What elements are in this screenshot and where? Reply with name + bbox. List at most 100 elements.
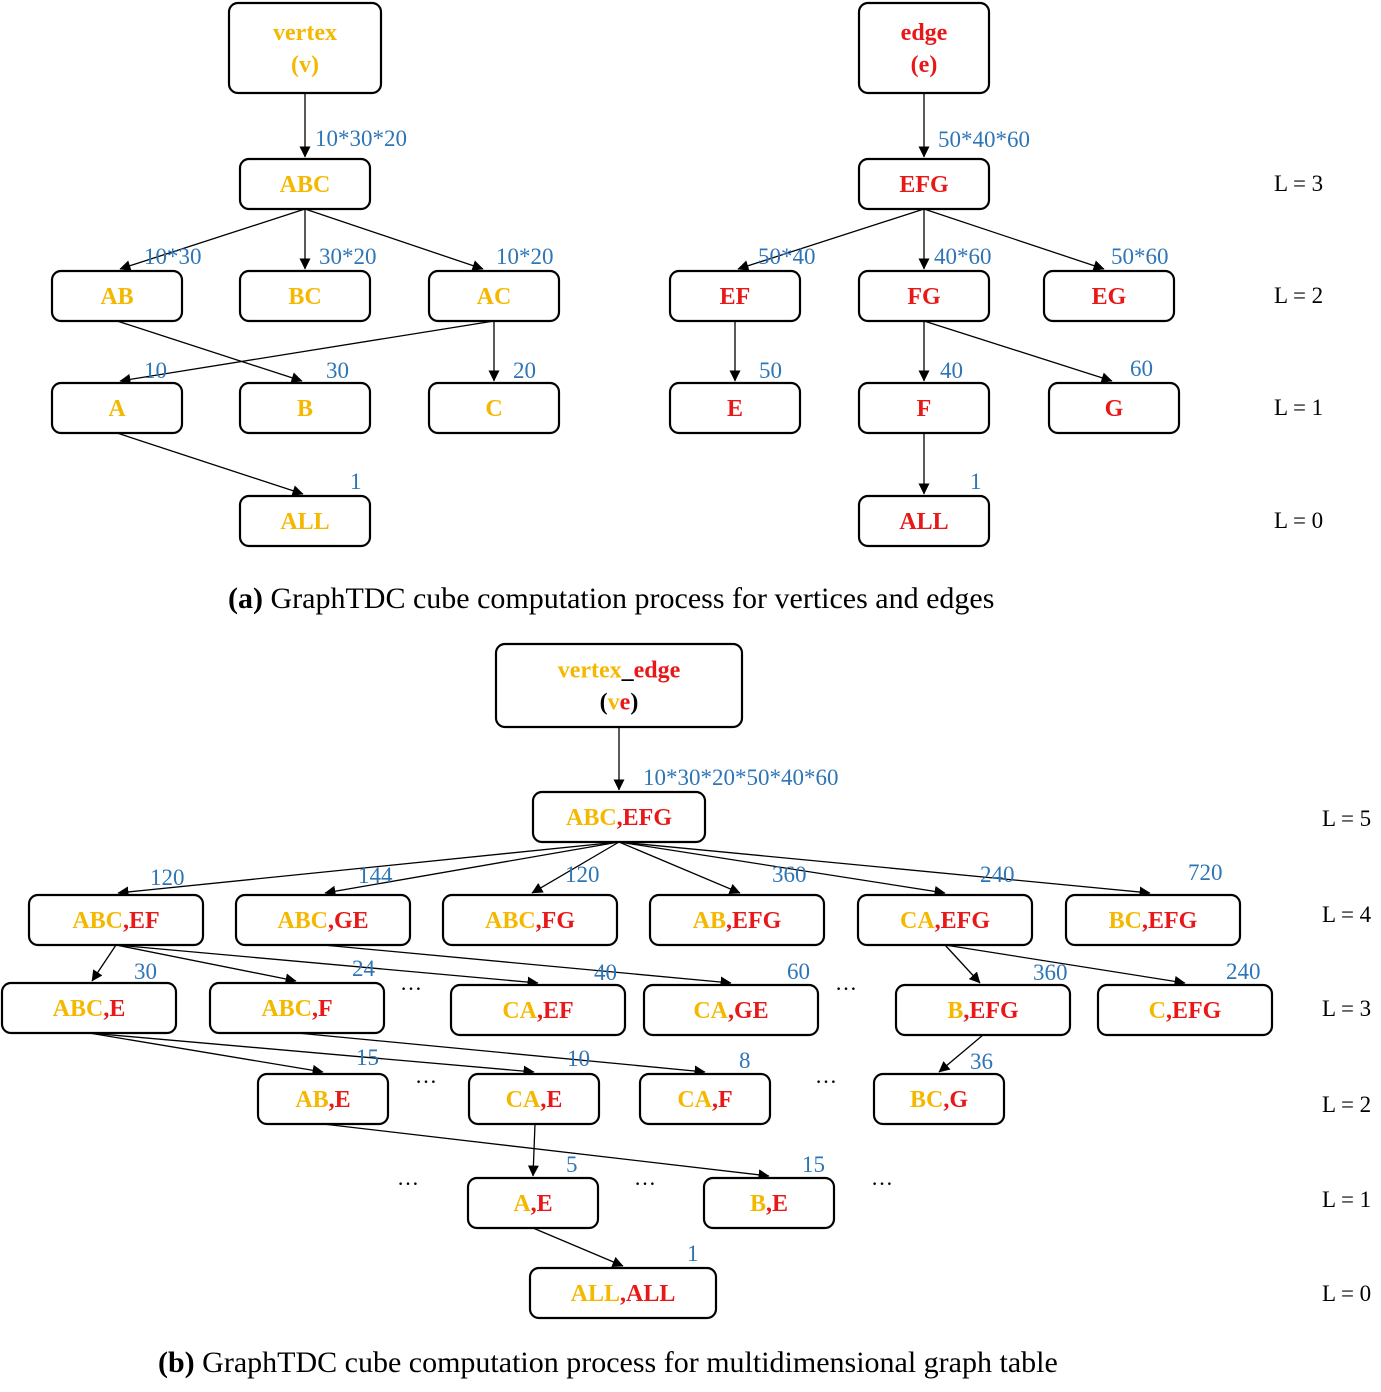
- node-label-part: ,ALL: [620, 1281, 675, 1307]
- node-label-part: AB: [100, 284, 133, 310]
- edge-cost-label: 30: [134, 959, 157, 984]
- ellipsis: …: [397, 1165, 419, 1190]
- node-all-all: ALL,ALL: [528, 1266, 718, 1320]
- node-label: vertex_edge: [558, 658, 681, 684]
- node-label-part: CA: [900, 908, 935, 934]
- node-box: [449, 983, 627, 1037]
- node-label: ALL,ALL: [571, 1281, 676, 1307]
- node-label-part: ,EFG: [617, 805, 673, 831]
- edge-arrow: [115, 944, 297, 985]
- node-label-part: ABC: [72, 908, 123, 934]
- node-label: BC,G: [910, 1087, 968, 1113]
- node-box: [857, 1, 991, 95]
- node-label: BC: [288, 284, 321, 310]
- node-label: ABC,FG: [485, 908, 575, 934]
- node-label: ABC,E: [53, 996, 126, 1022]
- ellipsis: …: [815, 1063, 837, 1088]
- node-label: ABC,F: [261, 996, 332, 1022]
- node-label: AB,E: [295, 1087, 350, 1113]
- node-label: ALL: [280, 509, 329, 535]
- edge-arrow: [737, 208, 925, 272]
- node-label: vertex: [273, 20, 337, 46]
- node-v-abc: ABC: [238, 157, 372, 211]
- edge-cost-label: 10: [144, 358, 167, 383]
- node-label: edge: [901, 20, 948, 46]
- edge-cost-label: 24: [352, 956, 376, 981]
- node-box: [27, 893, 205, 947]
- node-label-part: EFG: [899, 172, 949, 198]
- node-box: [531, 790, 707, 844]
- node-bc-g: BC,G: [872, 1072, 1006, 1126]
- node-ca-ge: CA,GE: [642, 983, 820, 1037]
- node-label-part: F: [917, 396, 932, 422]
- node-label: CA,F: [677, 1087, 732, 1113]
- node-label-part: E: [727, 396, 743, 422]
- node-sublabel: (e): [911, 52, 938, 78]
- node-label-part: G: [1105, 396, 1124, 422]
- node-box: [50, 269, 184, 323]
- node-label: ABC,EF: [72, 908, 159, 934]
- edge-cost-label: 360: [772, 862, 807, 887]
- edge-cost-label: 50*40*60: [938, 127, 1030, 152]
- node-label-part: ,F: [312, 996, 333, 1022]
- node-label-part: (e): [911, 52, 938, 78]
- node-label-part: AB: [693, 908, 726, 934]
- node-label: AC: [477, 284, 512, 310]
- level-b-0: L = 0: [1322, 1281, 1371, 1306]
- node-box: [857, 269, 991, 323]
- node-v-c: C: [427, 381, 561, 435]
- edge-arrow: [119, 208, 306, 272]
- node-label-part: ): [630, 690, 638, 716]
- edge-cost-label: 720: [1188, 860, 1223, 885]
- edge-cost-label: 144: [358, 863, 393, 888]
- node-label-part: AB: [295, 1087, 328, 1113]
- node-label: ABC,GE: [277, 908, 368, 934]
- node-label-part: ,EF: [537, 998, 574, 1024]
- edge-cost-label: 30: [326, 358, 349, 383]
- node-label-part: ,EFG: [935, 908, 991, 934]
- node-label-part: CA: [502, 998, 537, 1024]
- node-label-part: ,EFG: [963, 998, 1019, 1024]
- node-ca-ef: CA,EF: [449, 983, 627, 1037]
- node-label-part: e: [620, 690, 631, 716]
- node-label-part: ,E: [766, 1191, 788, 1217]
- node-label-part: ,GE: [728, 998, 769, 1024]
- node-abc-efg: ABC,EFG: [531, 790, 707, 844]
- ellipsis: …: [400, 970, 422, 995]
- edge-cost-label: 10*30: [144, 244, 202, 269]
- edge-cost-label: 120: [565, 862, 600, 887]
- node-abc-fg: ABC,FG: [441, 893, 619, 947]
- level-b-2: L = 2: [1322, 1092, 1371, 1117]
- node-box: [0, 981, 178, 1035]
- node-label-part: ALL: [280, 509, 329, 535]
- edge-arrow: [944, 944, 1186, 987]
- node-label-part: ,E: [329, 1087, 351, 1113]
- node-e-e: E: [668, 381, 802, 435]
- node-label-part: C: [485, 396, 502, 422]
- node-label-part: (: [600, 690, 608, 716]
- node-label-part: FG: [907, 284, 941, 310]
- edge-arrow: [88, 1032, 324, 1076]
- caption-b-tag: (b): [158, 1346, 195, 1379]
- node-label-part: (v): [291, 52, 319, 78]
- node-e-f: F: [857, 381, 991, 435]
- node-label-part: ,E: [103, 996, 125, 1022]
- node-box: [668, 269, 802, 323]
- node-e-efg: EFG: [857, 157, 991, 211]
- node-abc-e: ABC,E: [0, 981, 178, 1035]
- node-label-part: edge: [901, 20, 948, 46]
- node-label-part: ABC: [277, 908, 328, 934]
- node-box: [528, 1266, 718, 1320]
- node-box: [238, 494, 372, 548]
- node-label-part: B: [750, 1191, 766, 1217]
- edge-cost-label: 50: [759, 358, 782, 383]
- node-box: [467, 1072, 601, 1126]
- node-label: ABC: [280, 172, 331, 198]
- edge-cost-label: 40: [594, 960, 617, 985]
- edge-cost-label: 15: [356, 1045, 379, 1070]
- ellipsis: …: [871, 1165, 893, 1190]
- node-label: B: [297, 396, 313, 422]
- node-label-part: CA: [506, 1087, 541, 1113]
- node-label-part: ,E: [531, 1191, 553, 1217]
- edge-arrow: [532, 1227, 624, 1268]
